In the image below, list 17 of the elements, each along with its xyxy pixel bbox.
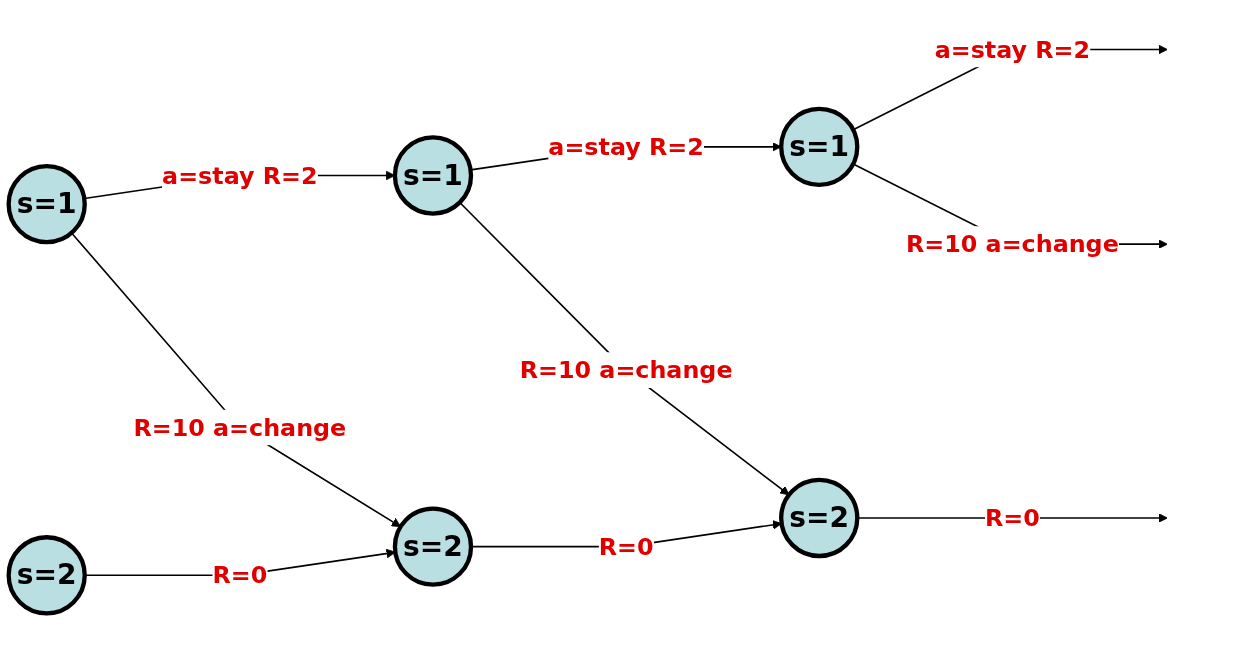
edge-label: R=0: [984, 504, 1040, 532]
node-circle: [392, 135, 474, 216]
arrow: [70, 232, 401, 528]
edge-label: a=stay R=2: [162, 161, 318, 190]
node-circle: [392, 506, 474, 587]
node-circle: [6, 163, 87, 245]
node-circle: [779, 477, 860, 559]
node-circle: [6, 535, 87, 616]
edge-label: R=10 a=change: [905, 230, 1119, 258]
edge-label: a=stay R=2: [934, 35, 1091, 64]
edge-label: R=10 a=change: [133, 413, 347, 441]
edge-label: R=10 a=change: [519, 356, 733, 384]
edge-label: R=0: [598, 533, 654, 561]
arrow: [458, 201, 790, 496]
edge-label: R=0: [212, 561, 268, 589]
node-circle: [779, 106, 860, 188]
edge-label: a=stay R=2: [548, 133, 704, 161]
